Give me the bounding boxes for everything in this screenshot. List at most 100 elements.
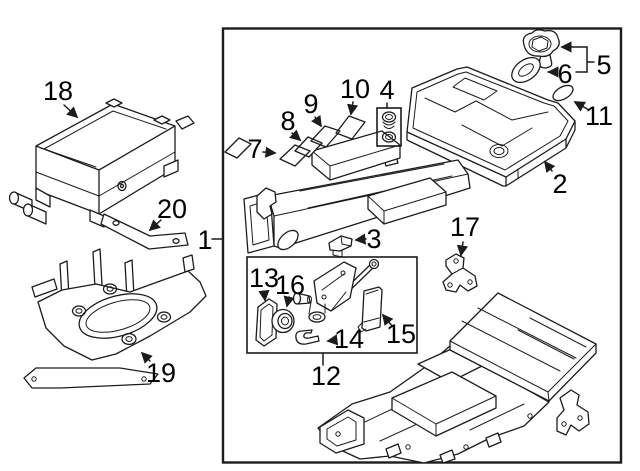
battery-cover-drawing [406, 66, 576, 187]
battery-pack-drawing [317, 292, 597, 464]
connector-end [22, 203, 34, 217]
bracket-bend [451, 267, 464, 275]
pack-hump-edges [391, 395, 497, 437]
bracket-outline [442, 253, 478, 293]
pack-hump-front [391, 371, 497, 437]
pack-duct-mouth-inner [326, 416, 357, 447]
callout-13[interactable]: 13 [249, 263, 279, 293]
module-tabs [105, 98, 195, 130]
pack-bolt-hole [463, 444, 469, 450]
callout-14[interactable]: 14 [334, 324, 364, 354]
leader-13 [258, 289, 270, 302]
tray-rail [23, 367, 159, 389]
pack-feet [385, 432, 502, 464]
leader-20 [148, 219, 162, 232]
corner-bracket-drawing [556, 389, 590, 436]
callout-7[interactable]: 7 [247, 134, 262, 164]
foam-block-upper-edges [311, 144, 401, 181]
grommet-upper-hole [385, 114, 393, 120]
leader-11 [573, 101, 590, 112]
grommet-box-frame [376, 107, 402, 147]
pack-bolt-hole [335, 431, 341, 437]
pack-bolt-hole [405, 444, 411, 450]
gasket-outer [511, 56, 541, 84]
grommet-16-ring [277, 312, 293, 330]
callout-16[interactable]: 16 [275, 270, 305, 300]
bracket-rod-hole [340, 270, 346, 276]
tray-boss [102, 283, 118, 295]
pack-bolt-hole [527, 413, 533, 419]
pack-slab-edges [449, 307, 597, 402]
leader-5-bracket [586, 46, 595, 73]
module-hole [117, 180, 127, 192]
control-module-drawing [8, 98, 195, 228]
callout-5[interactable]: 5 [596, 50, 611, 80]
grommet-detail-box [376, 107, 402, 147]
leader-2 [543, 160, 556, 174]
hardware-box-frame [246, 256, 418, 354]
leader-14 [326, 334, 339, 346]
callout-4[interactable]: 4 [379, 75, 394, 105]
pad-15-drawing [361, 286, 383, 332]
callout-2[interactable]: 2 [552, 169, 567, 199]
callout-17[interactable]: 17 [450, 212, 480, 242]
leader-8 [289, 129, 302, 142]
rod-ball-hole [371, 261, 377, 267]
callout-19[interactable]: 19 [146, 358, 176, 388]
leader-18 [63, 104, 79, 119]
tray-boss [125, 336, 133, 342]
leader-17 [456, 241, 469, 257]
oval-seal-drawing [277, 229, 299, 251]
leader-3 [354, 233, 367, 245]
module-feet [35, 159, 179, 228]
leader-10 [347, 101, 359, 116]
callout-9[interactable]: 9 [303, 89, 318, 119]
callout-20[interactable]: 20 [157, 194, 187, 224]
callout-15[interactable]: 15 [386, 319, 416, 349]
corner-bracket-hole [561, 421, 567, 427]
callout-11[interactable]: 11 [585, 101, 613, 131]
callout-18[interactable]: 18 [43, 76, 73, 106]
cap-rim [528, 35, 552, 53]
module-lid-lines [35, 110, 176, 197]
tray-boss [106, 286, 114, 292]
cover-depth [406, 120, 576, 187]
connector-end [8, 191, 20, 205]
tray-boss [156, 311, 172, 323]
bracket-17-drawing [442, 253, 478, 293]
clip-drawing [328, 235, 353, 258]
bracket-rod-detail [308, 273, 347, 315]
tray-plate [37, 270, 207, 361]
callout-8[interactable]: 8 [280, 106, 295, 136]
clip-plate-drawing [256, 187, 277, 220]
cover-recess [489, 144, 509, 158]
grommet-16-hole [281, 316, 289, 326]
leader-19 [140, 351, 153, 364]
callout-6[interactable]: 6 [557, 59, 572, 89]
air-duct-drawing [243, 130, 471, 254]
cover-top [406, 66, 576, 178]
callout-10[interactable]: 10 [340, 74, 370, 104]
callout-1[interactable]: 1 [197, 225, 212, 255]
tray-boss [160, 314, 168, 320]
callout-12[interactable]: 12 [311, 361, 341, 391]
callout-3[interactable]: 3 [366, 224, 381, 254]
foam-block-upper [311, 130, 401, 181]
tray-cutout-rim [85, 299, 151, 333]
tray-boss [71, 305, 87, 317]
clip-detail [332, 235, 352, 258]
grommet-lower [381, 131, 397, 143]
gasket-slot [518, 63, 534, 77]
leader-16 [283, 295, 295, 308]
strap-outline [100, 213, 189, 250]
pad-11-drawing [552, 84, 574, 102]
bracket-foot-hole [312, 314, 322, 320]
foam-block-lower-edges [367, 191, 447, 225]
rod-ball-end [368, 258, 380, 270]
insulator-pads-drawing [224, 115, 366, 167]
bracket-rod-hole [321, 294, 327, 300]
leader-15 [381, 313, 394, 327]
mounting-tray-drawing [23, 248, 207, 389]
bracket-hole [447, 282, 453, 288]
